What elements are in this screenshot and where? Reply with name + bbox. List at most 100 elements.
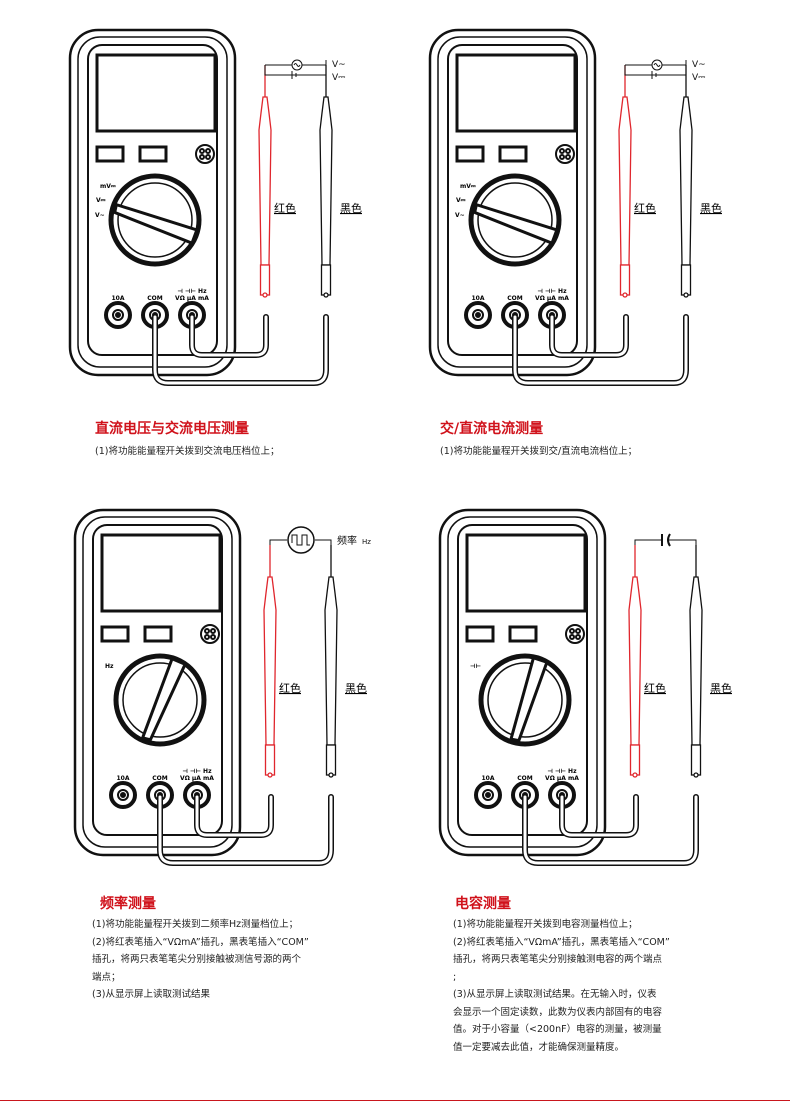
- svg-text:频率: 频率: [337, 534, 357, 547]
- text-line: 值。对于小容量（<200nF）电容的测量，被测量: [453, 1024, 662, 1035]
- jack-label-func-top: ⊣ ⊣⊢ Hz: [537, 288, 567, 295]
- jack-label-func-top: ⊣ ⊣⊢ Hz: [182, 768, 212, 775]
- round-button: [555, 144, 575, 164]
- dial-knob: [472, 202, 559, 246]
- black-probe-label: 黑色: [340, 201, 362, 215]
- text-line: (1)将功能能量程开关拨到交/直流电流档位上；: [440, 446, 638, 457]
- multimeter-diagram: mV⎓ V⎓ V~ 10A COM ⊣ ⊣⊢ Hz VΩ µA mA 红色 黑色…: [428, 28, 722, 386]
- multimeter-diagram: mV⎓ V⎓ V~ 10A COM ⊣ ⊣⊢ Hz VΩ µA mA 红色 黑色…: [68, 28, 362, 386]
- section-title: 频率测量: [100, 896, 156, 912]
- text-line: (1)将功能能量程开关拨到交流电压档位上；: [95, 446, 280, 457]
- red-probe: [258, 65, 272, 298]
- black-probe-label: 黑色: [710, 681, 732, 695]
- jack-label-com: COM: [147, 295, 163, 302]
- black-probe: [679, 65, 693, 298]
- panel-dc-ac-voltage: mV⎓ V⎓ V~ 10A COM ⊣ ⊣⊢ Hz VΩ µA mA 红色 黑色…: [68, 25, 430, 386]
- jack-10a: [109, 781, 137, 809]
- rotary-dial: [113, 653, 207, 747]
- button-middle: [143, 625, 173, 643]
- jack-label-10a: 10A: [117, 775, 130, 782]
- svg-text:Hz: Hz: [362, 538, 371, 546]
- panel-capacitance: ⊣⊢ 10A COM ⊣ ⊣⊢ Hz VΩ µA mA 红色 黑色: [438, 505, 790, 866]
- round-button: [565, 624, 585, 644]
- red-probe-label: 红色: [634, 201, 656, 215]
- text-line: 会显示一个固定读数，此数为仪表内部固有的电容: [453, 1006, 663, 1018]
- dial-knob: [509, 655, 549, 743]
- jack-label-func: VΩ µA mA: [180, 775, 214, 782]
- dial-mark: mV⎓: [460, 183, 476, 190]
- jack-10a: [464, 301, 492, 329]
- button-left: [455, 145, 485, 163]
- dial-knob: [140, 656, 188, 742]
- red-probe: [263, 545, 277, 778]
- text-line: 插孔，将两只表笔笔尖分别接触测电容的两个端点: [453, 954, 663, 965]
- dial-mark: Hz: [105, 663, 114, 670]
- jack-label-10a: 10A: [472, 295, 485, 302]
- lcd-display: [465, 533, 587, 613]
- bottom-divider: [0, 1100, 790, 1101]
- round-button: [200, 624, 220, 644]
- dial-knob: [112, 202, 199, 246]
- text-line: (1)将功能能量程开关拨到二频率Hz测量档位上；: [92, 919, 299, 930]
- button-middle: [138, 145, 168, 163]
- dial-mark: V~: [95, 212, 105, 219]
- button-left: [100, 625, 130, 643]
- lcd-display: [95, 53, 217, 133]
- section-title: 交/直流电流测量: [440, 421, 544, 437]
- red-probe-label: 红色: [274, 201, 296, 215]
- capacitor-source: [634, 533, 697, 547]
- text-line: ;: [453, 971, 457, 983]
- jack-label-com: COM: [517, 775, 533, 782]
- button-middle: [498, 145, 528, 163]
- section-text: (1)将功能能量程开关拨到电容测量档位上； (2)将红表笔插入“VΩmA”插孔，…: [453, 916, 670, 1056]
- jack-10a: [474, 781, 502, 809]
- ac-dc-source: V~ V⎓: [624, 59, 706, 83]
- svg-text:V~: V~: [692, 60, 706, 70]
- text-line: 值一定要减去此值，才能确保测量精度。: [453, 1041, 625, 1053]
- panel-frequency: Hz 10A COM ⊣ ⊣⊢ Hz VΩ µA mA 红色 黑色: [73, 505, 435, 866]
- section-text: (1)将功能能量程开关拨到交/直流电流档位上；: [440, 443, 637, 461]
- text-line: (2)将红表笔插入“VΩmA”插孔，黑表笔插入“COM”: [453, 936, 670, 948]
- round-button: [195, 144, 215, 164]
- section-text: (1)将功能能量程开关拨到二频率Hz测量档位上； (2)将红表笔插入“VΩmA”…: [92, 916, 309, 1004]
- button-left: [465, 625, 495, 643]
- text-line: (1)将功能能量程开关拨到电容测量档位上；: [453, 919, 638, 930]
- ac-dc-source: V~ V⎓: [264, 59, 346, 83]
- jack-label-func-top: ⊣ ⊣⊢ Hz: [177, 288, 207, 295]
- rotary-dial: [468, 173, 562, 267]
- multimeter-diagram: ⊣⊢ 10A COM ⊣ ⊣⊢ Hz VΩ µA mA 红色 黑色: [438, 508, 732, 866]
- jack-label-func-top: ⊣ ⊣⊢ Hz: [547, 768, 577, 775]
- dial-mark: mV⎓: [100, 183, 116, 190]
- jack-label-func: VΩ µA mA: [535, 295, 569, 302]
- text-line: (3)从显示屏上读取测试结果: [92, 989, 210, 1000]
- section-title: 直流电压与交流电压测量: [95, 421, 249, 437]
- red-probe-label: 红色: [644, 681, 666, 695]
- dial-mark: V⎓: [96, 197, 106, 204]
- section-text: (1)将功能能量程开关拨到交流电压档位上；: [95, 443, 279, 461]
- red-probe: [618, 65, 632, 298]
- text-line: 插孔，将两只表笔笔尖分别接触被测信号源的两个: [92, 954, 302, 965]
- rotary-dial: [108, 173, 202, 267]
- black-probe: [324, 545, 338, 778]
- svg-text:V⎓: V⎓: [332, 73, 345, 83]
- black-probe: [689, 545, 703, 778]
- text-line: (3)从显示屏上读取测试结果。在无输入时，仪表: [453, 989, 657, 1000]
- button-middle: [508, 625, 538, 643]
- dial-mark: ⊣⊢: [470, 663, 481, 670]
- dial-mark: V⎓: [456, 197, 466, 204]
- red-probe: [628, 545, 642, 778]
- red-probe-label: 红色: [279, 681, 301, 695]
- jack-label-func: VΩ µA mA: [545, 775, 579, 782]
- jack-10a: [104, 301, 132, 329]
- section-title: 电容测量: [455, 896, 511, 912]
- panel-ac-dc-current: mV⎓ V⎓ V~ 10A COM ⊣ ⊣⊢ Hz VΩ µA mA 红色 黑色…: [428, 25, 790, 386]
- text-line: (2)将红表笔插入“VΩmA”插孔，黑表笔插入“COM”: [92, 936, 309, 948]
- black-probe-label: 黑色: [700, 201, 722, 215]
- jack-label-10a: 10A: [112, 295, 125, 302]
- button-left: [95, 145, 125, 163]
- jack-label-10a: 10A: [482, 775, 495, 782]
- jack-label-com: COM: [152, 775, 168, 782]
- black-probe: [319, 65, 333, 298]
- svg-text:V~: V~: [332, 60, 346, 70]
- lcd-display: [455, 53, 577, 133]
